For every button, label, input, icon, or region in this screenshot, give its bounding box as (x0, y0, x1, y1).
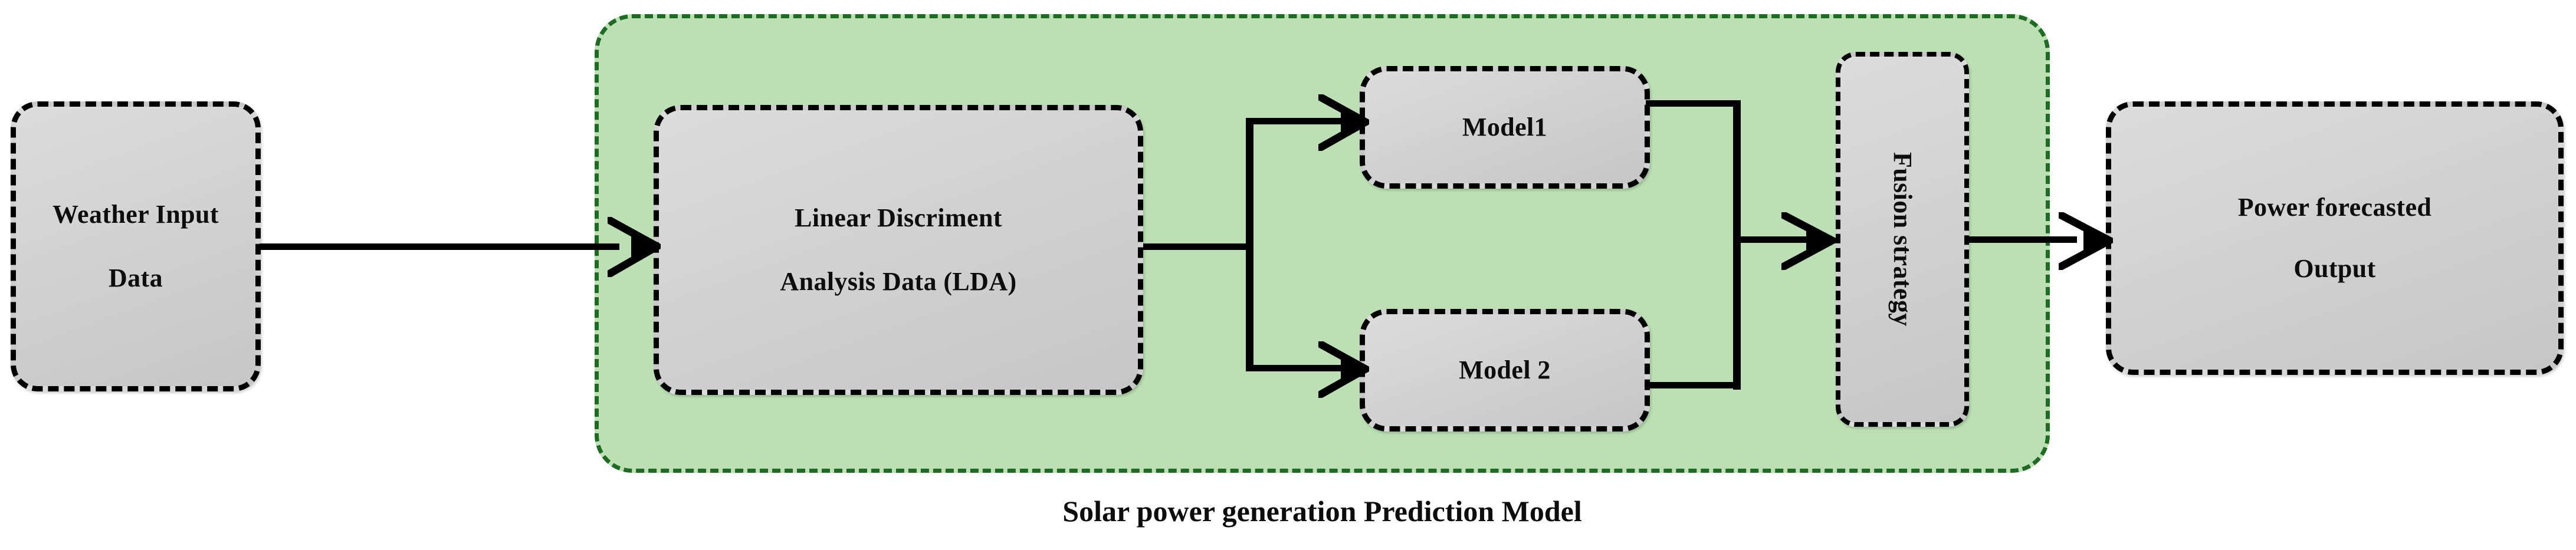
edge-lda-to-model1-line (1246, 118, 1343, 124)
node-lda-line-2: Analysis Data (LDA) (780, 267, 1017, 296)
edge-weather-to-lda-arrow-icon (605, 215, 665, 279)
node-output-line-1: Power forecasted (2237, 192, 2432, 222)
node-model2-label: Model 2 (1459, 355, 1551, 384)
diagram-caption: Solar power generation Prediction Model (1062, 495, 1582, 528)
node-weather-line-1: Weather Input (52, 199, 219, 229)
node-output-line-2: Output (2293, 254, 2376, 283)
edge-fusion-to-output-line (1968, 236, 2077, 243)
node-model1-label: Model1 (1462, 112, 1548, 141)
edge-merge-to-fusion-arrow-icon (1778, 210, 1840, 272)
node-model1[interactable]: Model1 (1360, 66, 1650, 189)
edge-lda-to-model2-arrow-icon (1315, 339, 1374, 400)
edge-lda-to-model2-line (1246, 365, 1343, 371)
edge-model2-to-merge-line (1646, 382, 1740, 388)
node-model2[interactable]: Model 2 (1360, 309, 1650, 432)
edge-lda-split-bus (1246, 118, 1253, 371)
node-power-forecasted-output[interactable]: Power forecasted Output (2106, 101, 2564, 375)
node-linear-discriment-analysis[interactable]: Linear Discriment Analysis Data (LDA) (654, 105, 1143, 395)
node-fusion-strategy[interactable]: Fusion strategy (1836, 52, 1969, 427)
edge-fusion-to-output-arrow-icon (2056, 210, 2118, 272)
edge-merge-to-fusion-line (1733, 236, 1810, 243)
node-lda-line-1: Linear Discriment (795, 203, 1002, 232)
edge-merge-bus (1733, 100, 1741, 390)
edge-lda-split-stem (1143, 243, 1252, 250)
edge-weather-to-lda-line (260, 243, 619, 250)
node-fusion-label: Fusion strategy (1888, 152, 1917, 327)
node-weather-input-data[interactable]: Weather Input Data (11, 101, 261, 391)
edge-model1-to-merge-line (1646, 100, 1740, 107)
edge-lda-to-model1-arrow-icon (1315, 92, 1374, 153)
node-weather-line-2: Data (108, 264, 163, 292)
